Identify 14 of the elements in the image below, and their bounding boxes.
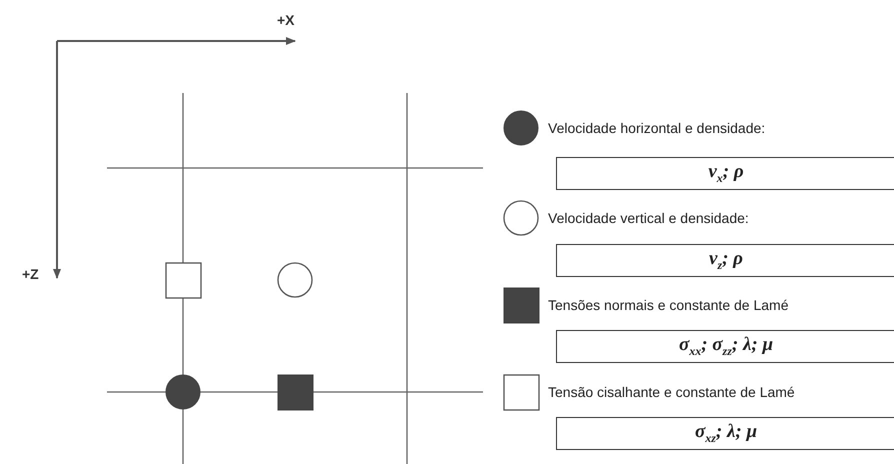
legend-text: Tensões normais e constante de Lamé — [548, 296, 788, 314]
legend-text: Velocidade horizontal e densidade: — [548, 119, 766, 137]
formula-text: v$_{x}$; ρ — [708, 161, 744, 186]
formula-text: v$_{z}$; ρ — [709, 248, 743, 273]
formula-text: σ$_{xz}$; λ; μ — [694, 421, 758, 446]
axis-label: +X — [277, 12, 295, 28]
axis-label: +Z — [22, 266, 39, 282]
formula-box — [556, 417, 894, 450]
legend-text: Velocidade vertical e densidade: — [548, 209, 749, 227]
formula-box — [556, 244, 894, 277]
formula-box — [556, 157, 894, 190]
legend-text: Tensão cisalhante e constante de Lamé — [548, 383, 795, 401]
formula-text: σ$_{xx}$; σ$_{zz}$; λ; μ — [678, 334, 774, 359]
formula-box — [556, 330, 894, 363]
